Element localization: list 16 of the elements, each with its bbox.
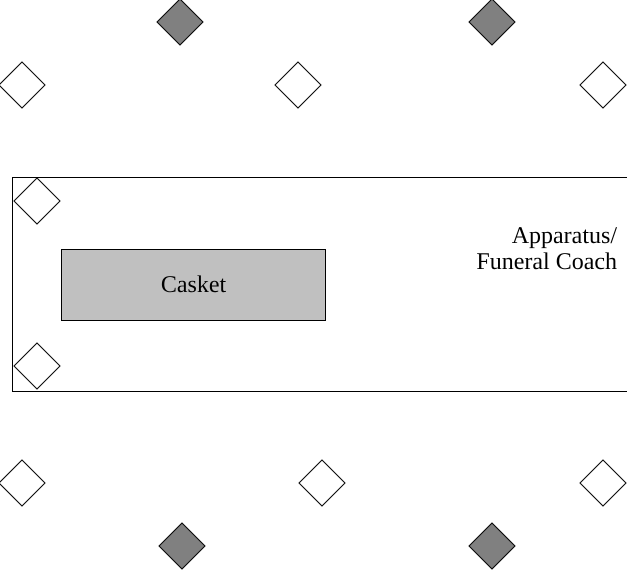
open-position-marker xyxy=(0,61,46,109)
open-position-marker xyxy=(13,342,61,390)
casket-box xyxy=(61,249,326,321)
vehicle-label: Apparatus/ Funeral Coach xyxy=(475,223,617,275)
open-position-marker xyxy=(579,61,627,109)
open-position-marker xyxy=(0,459,46,507)
open-position-marker xyxy=(579,459,627,507)
filled-position-marker xyxy=(156,0,204,46)
open-position-marker xyxy=(298,459,346,507)
vehicle-outline xyxy=(12,177,627,392)
filled-position-marker xyxy=(468,0,516,46)
open-position-marker xyxy=(13,177,61,225)
filled-position-marker xyxy=(158,522,206,570)
filled-position-marker xyxy=(468,522,516,570)
casket-label: Casket xyxy=(160,272,228,298)
open-position-marker xyxy=(274,61,322,109)
